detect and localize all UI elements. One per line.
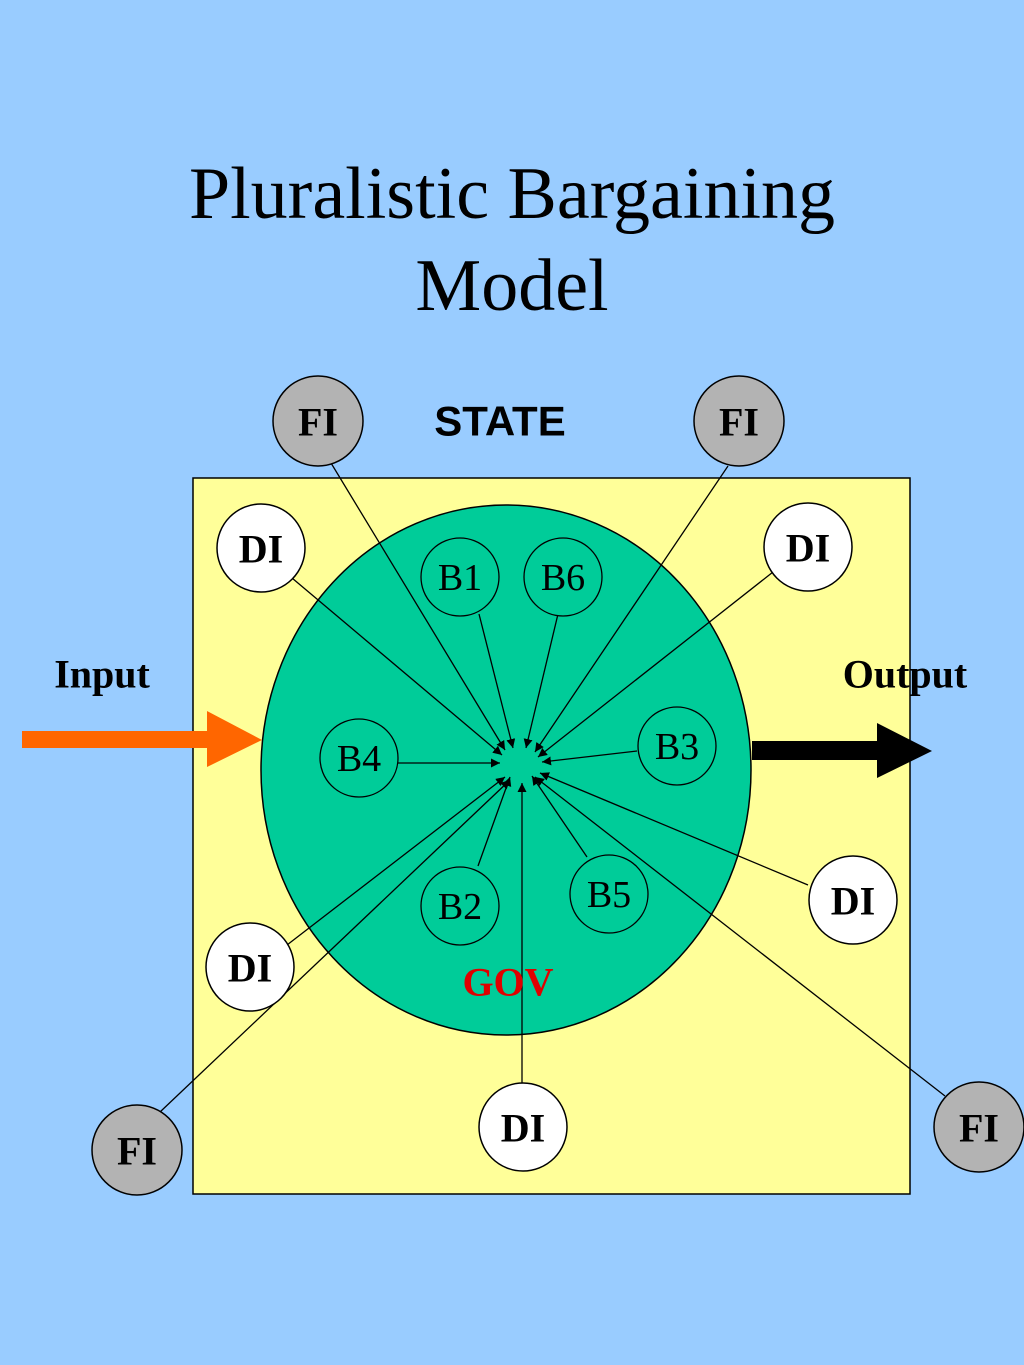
b6-node: [523, 537, 603, 617]
line-fi-bottom-right: [534, 776, 946, 1097]
line-b6: [523, 613, 559, 749]
line-fi-bottom-left: [159, 779, 511, 1113]
b1-node: [420, 537, 500, 617]
b2-node: [420, 866, 500, 946]
line-di-bottom-left: [286, 776, 506, 946]
line-fi-top-left: [330, 462, 506, 751]
fi-label-bottom-left: FI: [117, 1129, 157, 1174]
di-nodes: [205, 502, 898, 1172]
b4-node: [319, 718, 399, 798]
output-label: Output: [843, 652, 968, 697]
di-label-right: DI: [831, 879, 875, 924]
b1-label: B1: [438, 557, 482, 599]
title-line-2: Model: [415, 245, 609, 327]
fi-node-bottom-right: [933, 1081, 1024, 1173]
line-di-top-left: [291, 577, 503, 756]
di-node-right: [808, 855, 898, 945]
line-b1: [478, 613, 516, 749]
input-label: Input: [54, 652, 150, 697]
output-arrow: [752, 723, 932, 778]
b4-label: B4: [337, 738, 381, 780]
fi-nodes: [91, 375, 1024, 1196]
di-node-bottom-left: [205, 922, 295, 1012]
page-title: Pluralistic Bargaining Model: [0, 148, 1024, 332]
line-b2: [477, 776, 512, 867]
b5-label: B5: [587, 874, 631, 916]
b3-label: B3: [655, 726, 699, 768]
fi-label-bottom-right: FI: [959, 1106, 999, 1151]
b-nodes: [319, 537, 717, 946]
di-node-top-left: [216, 503, 306, 593]
line-fi-top-right: [534, 465, 729, 753]
di-label-top-left: DI: [239, 527, 283, 572]
di-node-bottom: [478, 1082, 568, 1172]
line-di-top-right: [537, 571, 774, 758]
fi-node-top-right: [693, 375, 785, 467]
connector-lines: [159, 462, 946, 1113]
gov-label: GOV: [462, 960, 553, 1005]
fi-label-top-left: FI: [298, 400, 338, 445]
di-label-bottom: DI: [501, 1106, 545, 1151]
di-label-bottom-left: DI: [228, 946, 272, 991]
di-node-top-right: [763, 502, 853, 592]
b6-label: B6: [541, 557, 585, 599]
fi-node-bottom-left: [91, 1104, 183, 1196]
b3-node: [637, 706, 717, 786]
fi-node-top-left: [272, 375, 364, 467]
line-b5: [531, 775, 588, 858]
state-label: STATE: [434, 398, 565, 445]
input-arrow: [22, 711, 262, 767]
di-label-top-right: DI: [786, 526, 830, 571]
b2-label: B2: [438, 886, 482, 928]
fi-label-top-right: FI: [719, 400, 759, 445]
line-b3: [541, 750, 638, 766]
title-line-1: Pluralistic Bargaining: [188, 153, 836, 235]
b5-node: [569, 854, 649, 934]
line-di-right: [539, 772, 809, 886]
